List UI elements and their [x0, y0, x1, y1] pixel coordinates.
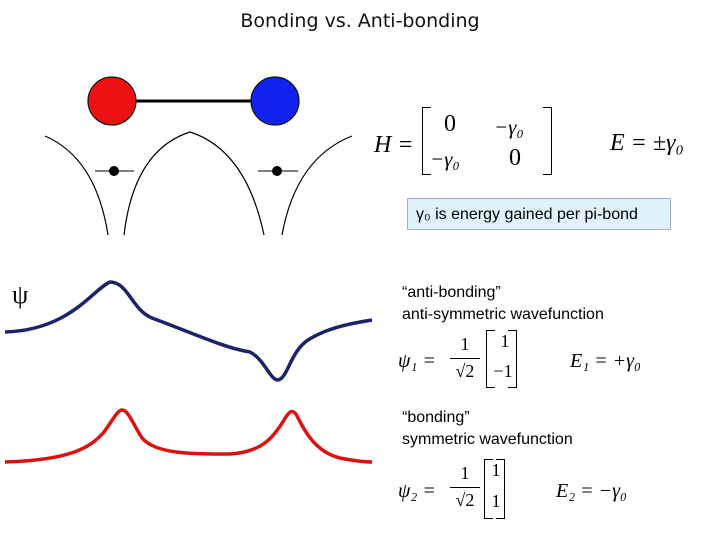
- potential-curve: [44, 135, 109, 236]
- psi1-lhs: ψ₁ =: [398, 350, 436, 372]
- frac-denominator: √2: [455, 490, 475, 510]
- energy-equation: E = ±γ₀: [610, 130, 684, 156]
- fraction-bar: [450, 487, 480, 488]
- bonding-wave: [4, 408, 373, 464]
- vector-bracket-left: [486, 330, 495, 388]
- matrix-bracket-right: [543, 107, 552, 175]
- energy-1: E₁ = +γ₀: [570, 350, 641, 372]
- vector-bottom: 1: [491, 491, 501, 511]
- atom-left: [87, 76, 137, 126]
- matrix-cell: −γ₀: [494, 115, 524, 139]
- vector-top: 1: [491, 460, 501, 480]
- matrix-cell: 0: [444, 111, 456, 137]
- orbital-illustration: [4, 76, 373, 464]
- bonding-quote: “bonding”: [402, 409, 470, 426]
- fraction-bar: [450, 358, 480, 359]
- psi2-lhs: ψ₂ =: [398, 480, 436, 502]
- gamma-note: γ₀ is energy gained per pi-bond: [407, 198, 671, 230]
- page-title: Bonding vs. Anti-bonding: [240, 10, 480, 32]
- antibonding-quote: “anti-bonding”: [402, 284, 501, 301]
- matrix-bracket-left: [422, 107, 431, 175]
- frac-numerator: 1: [460, 334, 470, 354]
- frac-numerator: 1: [460, 463, 470, 483]
- bonding-description: symmetric wavefunction: [402, 431, 573, 448]
- atom-right: [250, 76, 300, 126]
- psi-symbol: ψ: [12, 280, 29, 309]
- electron-dot: [272, 166, 282, 176]
- antibonding-description: anti-symmetric wavefunction: [402, 306, 604, 323]
- matrix-cell: −γ₀: [430, 147, 460, 171]
- vector-bracket-left: [484, 459, 493, 519]
- hamiltonian-lhs: H =: [374, 132, 414, 158]
- potential-curve: [123, 131, 265, 236]
- vector-bottom: −1: [493, 361, 513, 381]
- matrix-cell: 0: [509, 145, 521, 171]
- energy-2: E₂ = −γ₀: [556, 480, 627, 502]
- vector-bracket-right: [496, 459, 505, 519]
- electron-dot: [109, 166, 119, 176]
- frac-denominator: √2: [455, 361, 475, 381]
- antibonding-wave: [4, 280, 373, 382]
- potential-curve: [281, 135, 353, 236]
- vector-bracket-right: [508, 330, 517, 388]
- vector-top: 1: [500, 331, 510, 351]
